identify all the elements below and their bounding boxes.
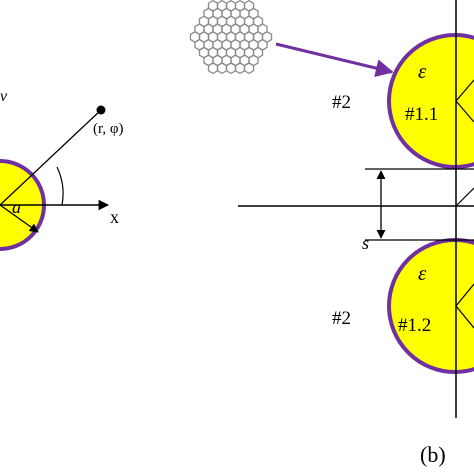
x-axis-label: x: [110, 207, 119, 227]
gap-label: s: [362, 233, 369, 253]
partial-label: v: [0, 88, 8, 105]
radius-arrow: [0, 204, 39, 233]
panel-b: s #2 ε #1.1 #2 ε #1.2 (b): [189, 0, 474, 467]
upper-fan-lines: [455, 79, 474, 123]
graphene-hexagon: [225, 62, 237, 75]
graphene-hexagon: [216, 62, 228, 75]
point-label: (r, φ): [93, 121, 124, 137]
lower-region-label: #2: [332, 308, 351, 329]
panel-a: v (r, φ) a x: [0, 88, 124, 251]
point-marker: [96, 105, 106, 115]
lower-cylinder-label: #1.2: [398, 315, 431, 336]
panel-label-b: (b): [420, 442, 446, 467]
upper-region-label: #2: [332, 92, 351, 113]
cylinder-lower: [387, 238, 474, 374]
lower-epsilon: ε: [418, 261, 427, 285]
lower-fan-lines: [455, 283, 474, 329]
graphene-hexagon: [243, 62, 255, 75]
position-vector: [0, 109, 102, 206]
cylinder-upper: [387, 33, 474, 169]
graphene-hexagon: [234, 62, 246, 75]
gap-fan-lines: [455, 187, 474, 207]
graphene-hexagon: [207, 62, 219, 75]
radius-label: a: [12, 197, 21, 217]
angle-arc: [56, 166, 64, 206]
upper-cylinder-label: #1.1: [405, 104, 438, 125]
graphene-pointer-arrow: [275, 42, 394, 77]
upper-epsilon: ε: [418, 59, 427, 83]
graphene-flake-icon: [189, 0, 273, 75]
